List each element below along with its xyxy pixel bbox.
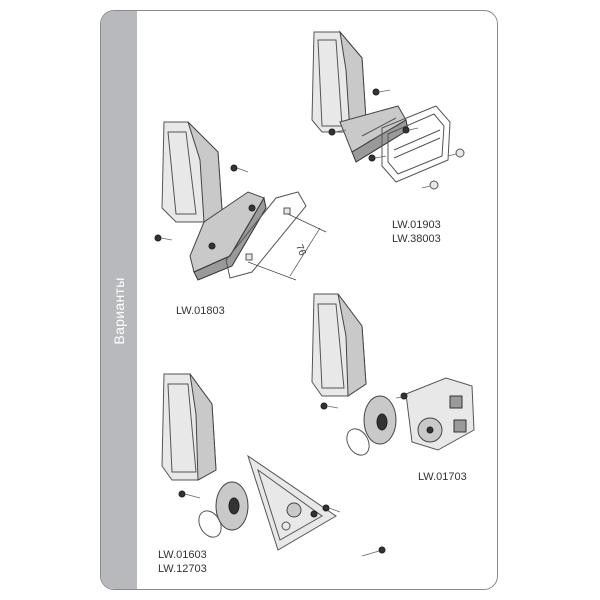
screw-icon xyxy=(447,148,465,158)
illustration-variant-4 xyxy=(161,373,386,557)
nut-icon xyxy=(283,207,291,215)
screw-icon xyxy=(328,128,347,136)
nut-icon xyxy=(245,253,253,261)
variant-label-2: LW.01803 xyxy=(176,304,225,318)
variant-label-1: LW.01903 LW.38003 xyxy=(392,218,441,246)
variant-label-3: LW.01703 xyxy=(418,470,467,484)
part-number: LW.38003 xyxy=(392,233,441,245)
screw-icon xyxy=(372,88,391,96)
mirror-mount-illustrations: 76 xyxy=(154,30,475,557)
variant-label-4: LW.01603 LW.12703 xyxy=(158,548,207,576)
part-number: LW.01903 xyxy=(392,219,441,231)
screw-icon xyxy=(361,546,386,557)
screw-icon xyxy=(421,180,439,190)
screw-icon xyxy=(368,154,387,162)
screw-icon xyxy=(322,504,341,513)
screw-icon xyxy=(395,392,408,400)
dimension-label: 76 xyxy=(293,243,308,258)
part-number: LW.01703 xyxy=(418,471,467,483)
sidebar-tab: Варианты xyxy=(101,11,137,589)
screw-icon xyxy=(154,234,173,242)
illustration-variant-2: 76 xyxy=(154,121,327,281)
screw-icon xyxy=(402,126,419,134)
illustration-variant-3 xyxy=(311,293,475,456)
illustration-variant-1 xyxy=(311,30,465,190)
part-number: LW.12703 xyxy=(158,563,207,575)
screw-icon xyxy=(230,164,249,173)
part-number: LW.01803 xyxy=(176,305,225,317)
part-number: LW.01603 xyxy=(158,549,207,561)
screw-icon xyxy=(178,490,201,499)
screw-icon xyxy=(320,402,339,410)
